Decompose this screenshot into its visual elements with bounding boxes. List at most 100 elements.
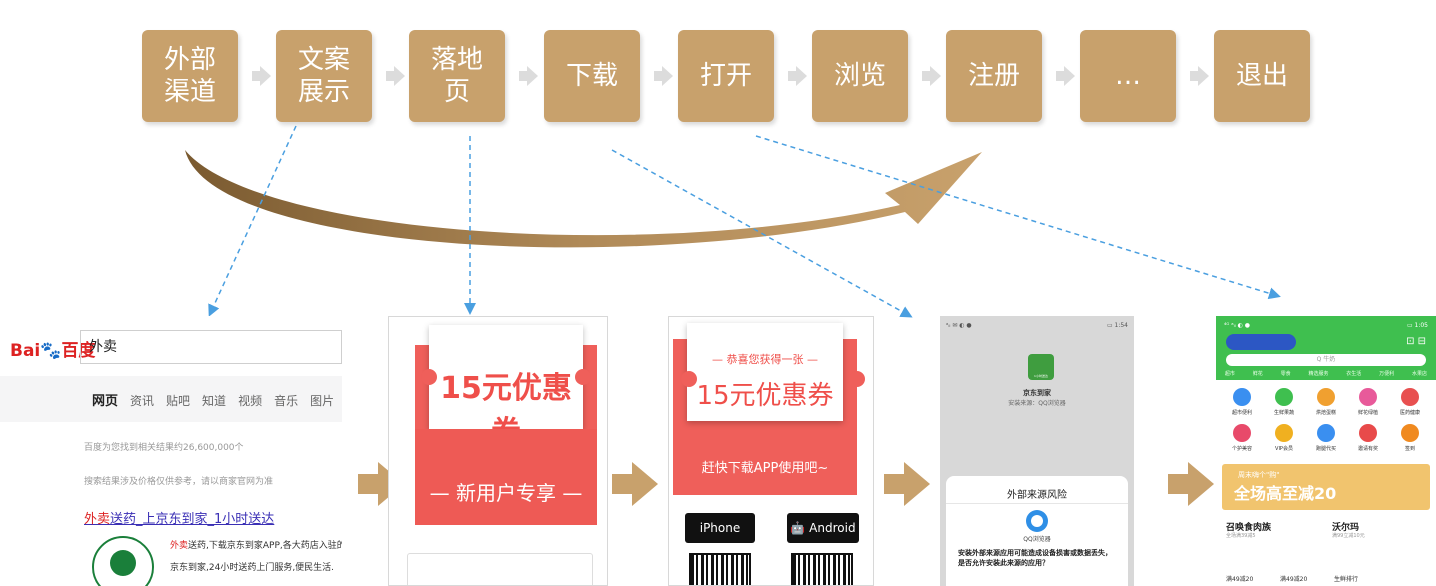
service-item[interactable]: 医药健康 [1390, 388, 1430, 416]
dialog-divider [946, 503, 1128, 504]
download-page-panel: — 恭喜您获得一张 — 15元优惠券 赶快下载APP使用吧~ iPhone 🤖 … [668, 316, 874, 586]
search-tab[interactable]: 视频 [238, 394, 263, 408]
loop-curve-arrow [185, 150, 982, 248]
service-icon [1359, 424, 1377, 442]
flow-connector-icon [922, 66, 941, 86]
service-label: 签到 [1404, 446, 1415, 452]
service-item[interactable]: 超市便利 [1222, 388, 1262, 416]
flow-connector-icon [788, 66, 807, 86]
arrow-3-icon [884, 462, 930, 506]
service-label: 超市便利 [1231, 410, 1252, 416]
search-tabs: 网页资讯贴吧知道视频音乐图片地 [92, 390, 342, 409]
result-count: 百度为您找到相关结果约26,600,000个 [84, 443, 244, 453]
dash-step2-to-search [208, 125, 297, 317]
search-tab[interactable]: 贴吧 [166, 394, 191, 408]
flow-connector-icon [1056, 66, 1075, 86]
risk-dialog: 外部来源风险 QQ浏览器 安装外部来源应用可能造成设备损害或数据丢失，是否允许安… [946, 476, 1128, 586]
search-tab[interactable]: 资讯 [130, 394, 155, 408]
android-qr-code [791, 553, 853, 585]
service-item[interactable]: VIP会员 [1264, 424, 1304, 452]
search-input[interactable]: 外卖 [80, 330, 342, 364]
category-item[interactable]: 精选服务 [1308, 371, 1329, 377]
paw-icon: 🐾 [40, 341, 62, 361]
service-item[interactable]: 个护美容 [1222, 424, 1262, 452]
notch-right [575, 369, 591, 385]
flow-step: 落地 页 [409, 30, 505, 122]
congrats-caption: — 恭喜您获得一张 — [712, 353, 818, 366]
app-search-input[interactable]: Q 牛奶 [1226, 354, 1426, 366]
flow-connector-icon [654, 66, 673, 86]
landing-page-panel: 15元优惠券 — 新用户专享 — [388, 316, 608, 586]
flow-step: 浏览 [812, 30, 908, 122]
category-item[interactable]: 超市 [1224, 371, 1235, 377]
search-tab[interactable]: 音乐 [274, 394, 299, 408]
iphone-button[interactable]: iPhone [685, 513, 755, 543]
coupon-card: 15元优惠券 [429, 325, 583, 450]
search-tab[interactable]: 网页 [92, 394, 119, 409]
store-1-name[interactable]: 召唤食肉族 [1226, 523, 1272, 533]
service-icon [1275, 388, 1293, 406]
service-item[interactable]: 签到 [1390, 424, 1430, 452]
service-label: 跑腿代买 [1315, 446, 1336, 452]
install-screen-panel: ᵃᵢₗ ✉ ◐ ●▭ 1:54 1小时送达 京东到家 安装来源：QQ浏览器 外部… [940, 316, 1134, 586]
tabs-background [0, 376, 342, 422]
result-thumbnail[interactable] [92, 536, 154, 586]
coupon-footer: — 新用户专享 — [429, 481, 583, 505]
notch-left [681, 371, 697, 387]
coupon-pocket [415, 429, 597, 525]
flow-connector-icon [386, 66, 405, 86]
dash-step4-to-install [611, 149, 913, 318]
dash-step5-to-app [755, 135, 1281, 300]
app-name: 京东到家 [1023, 389, 1051, 397]
notch-right [849, 371, 865, 387]
result-link[interactable]: 外卖送药_上京东到家_1小时送达 [84, 512, 275, 527]
store-2-name[interactable]: 沃尔玛 [1332, 523, 1360, 533]
service-icon [1233, 388, 1251, 406]
dialog-app-name: QQ浏览器 [1023, 536, 1051, 543]
price-notice: 搜索结果涉及价格仅供参考，请以商家官网为准 [84, 477, 274, 487]
category-item[interactable]: 万便利 [1379, 371, 1395, 377]
flow-step: 打开 [678, 30, 774, 122]
flow-connector-icon [252, 66, 271, 86]
flow-connector-icon [1190, 66, 1209, 86]
promo-1: 满49减20 [1226, 576, 1254, 583]
status-bar: ᵃᵢₗ ✉ ◐ ●▭ 1:54 [946, 322, 1128, 329]
flow-step: 注册 [946, 30, 1042, 122]
service-icon [1401, 424, 1419, 442]
baidu-logo[interactable]: Bai🐾百度 [10, 341, 96, 361]
service-item[interactable]: 邀请有奖 [1348, 424, 1388, 452]
promo-banner[interactable]: 周末嗨个"购" 全场高至减20 [1222, 464, 1430, 510]
service-item[interactable]: 鲜花绿植 [1348, 388, 1388, 416]
service-row-1: 超市便利 生鲜果蔬烘焙蛋糕鲜花绿植医药健康 [1222, 388, 1430, 416]
category-item[interactable]: 鲜花 [1252, 371, 1263, 377]
download-coupon-title: 15元优惠券 [696, 381, 834, 411]
banner-small-text: 周末嗨个"购" [1238, 471, 1280, 479]
search-tab[interactable]: 图片 [310, 394, 335, 408]
service-icon [1401, 388, 1419, 406]
service-icon [1359, 388, 1377, 406]
iphone-qr-code [689, 553, 751, 585]
app-home-panel: ⁴ᴳ ᵃᵢₗ ◐ ●▭ 1:05 ⊡ ⊟ Q 牛奶 超市 鲜花 零食 精选服务 衣生活 万… [1216, 316, 1436, 586]
phone-input[interactable] [407, 553, 593, 585]
flow-step: … [1080, 30, 1176, 122]
service-item[interactable]: 生鲜果蔬 [1264, 388, 1304, 416]
android-button[interactable]: 🤖 Android [787, 513, 859, 543]
status-bar: ⁴ᴳ ᵃᵢₗ ◐ ●▭ 1:05 [1224, 322, 1428, 329]
result-desc-line1: 外卖送药,下载京东到家APP,各大药店入驻的A [170, 541, 342, 551]
search-tab[interactable]: 知道 [202, 394, 227, 408]
service-icon [1233, 424, 1251, 442]
app-source: 安装来源：QQ浏览器 [1008, 400, 1066, 407]
service-item[interactable]: 烘焙蛋糕 [1306, 388, 1346, 416]
promo-2: 满49减20 [1280, 576, 1308, 583]
header-icons[interactable]: ⊡ ⊟ [1406, 336, 1426, 347]
category-item[interactable]: 水果店 [1411, 371, 1427, 377]
service-label: 邀请有奖 [1357, 446, 1378, 452]
category-item[interactable]: 衣生活 [1346, 371, 1362, 377]
category-item[interactable]: 零食 [1280, 371, 1291, 377]
download-coupon-card: — 恭喜您获得一张 — 15元优惠券 [687, 323, 843, 421]
flow-connector-icon [519, 66, 538, 86]
flow-step: 退出 [1214, 30, 1310, 122]
service-icon [1317, 388, 1335, 406]
service-item[interactable]: 跑腿代买 [1306, 424, 1346, 452]
